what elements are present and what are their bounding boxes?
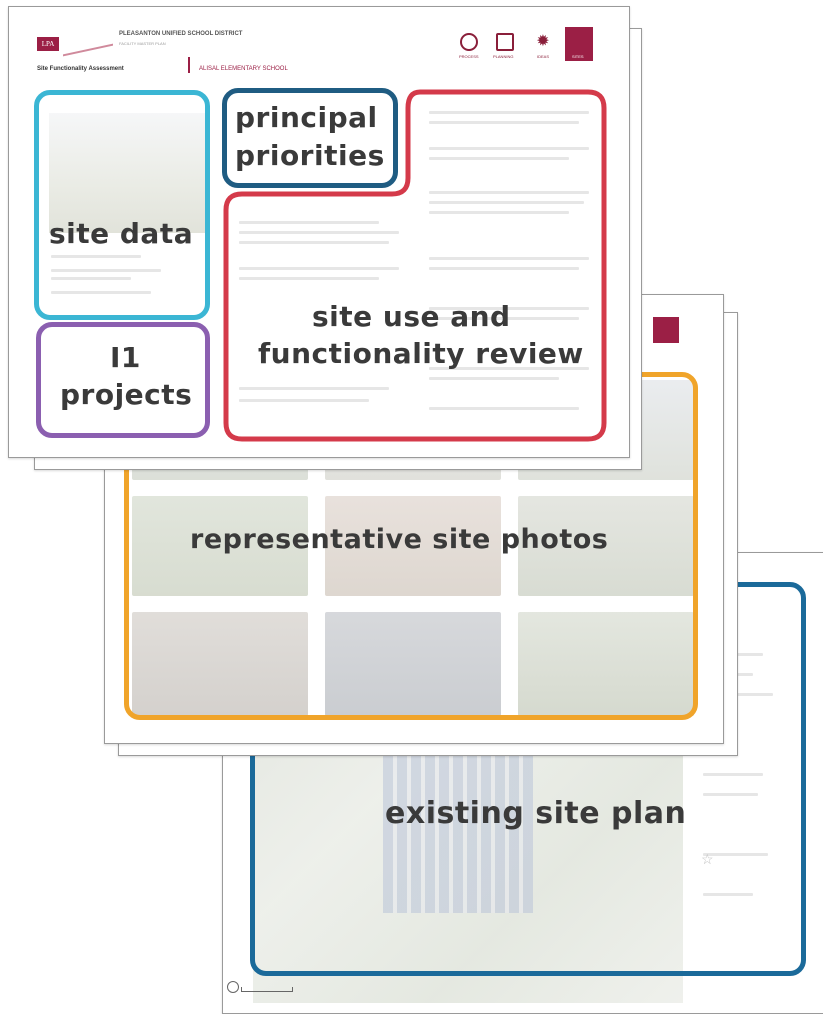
planning-icon	[496, 33, 514, 51]
site-photo	[518, 612, 694, 716]
lpa-logo: LPA	[37, 37, 59, 51]
star-icon: ☆	[701, 851, 714, 867]
campus-buildings	[383, 753, 533, 913]
site-photo	[132, 612, 308, 716]
existing-site-plan-label: existing site plan	[385, 796, 687, 831]
process-icon	[460, 33, 478, 51]
school-name: ALISAL ELEMENTARY SCHOOL	[199, 66, 288, 72]
site-use-label-2: functionality review	[258, 337, 584, 370]
nav-label-sites: SITES	[572, 54, 584, 59]
site-data-label: site data	[49, 217, 194, 250]
site-photo	[132, 496, 308, 596]
principal-priorities-label-2: priorities	[235, 139, 385, 172]
site-photo-thumb	[49, 113, 209, 233]
title-divider	[188, 57, 190, 73]
scale-bar-icon	[241, 987, 293, 992]
document-title: Site Functionality Assessment	[37, 66, 124, 72]
site-photo	[325, 496, 501, 596]
nav-label-ideas: IDEAS	[537, 54, 550, 59]
projects-label-1: I1	[110, 341, 141, 374]
principal-priorities-label-1: principal	[235, 101, 378, 134]
nav-label-process: PROCESS	[459, 54, 479, 59]
district-name: PLEASANTON UNIFIED SCHOOL DISTRICT	[119, 31, 243, 37]
north-arrow-icon	[227, 981, 239, 993]
site-data-highlight	[34, 90, 210, 320]
site-use-label-1: site use and	[312, 300, 511, 333]
site-photo	[325, 612, 501, 716]
sites-nav-icon	[653, 317, 679, 343]
sites-icon	[565, 27, 593, 61]
district-logo-mark	[63, 23, 113, 57]
projects-label-2: projects	[60, 378, 193, 411]
site-photos-label: representative site photos	[190, 524, 609, 555]
nav-label-planning: PLANNING	[493, 54, 514, 59]
ideas-icon: ✹	[536, 33, 550, 50]
projects-highlight	[36, 322, 210, 438]
district-subtitle: FACILITY MASTER PLAN	[119, 41, 166, 46]
site-photo	[518, 496, 694, 596]
